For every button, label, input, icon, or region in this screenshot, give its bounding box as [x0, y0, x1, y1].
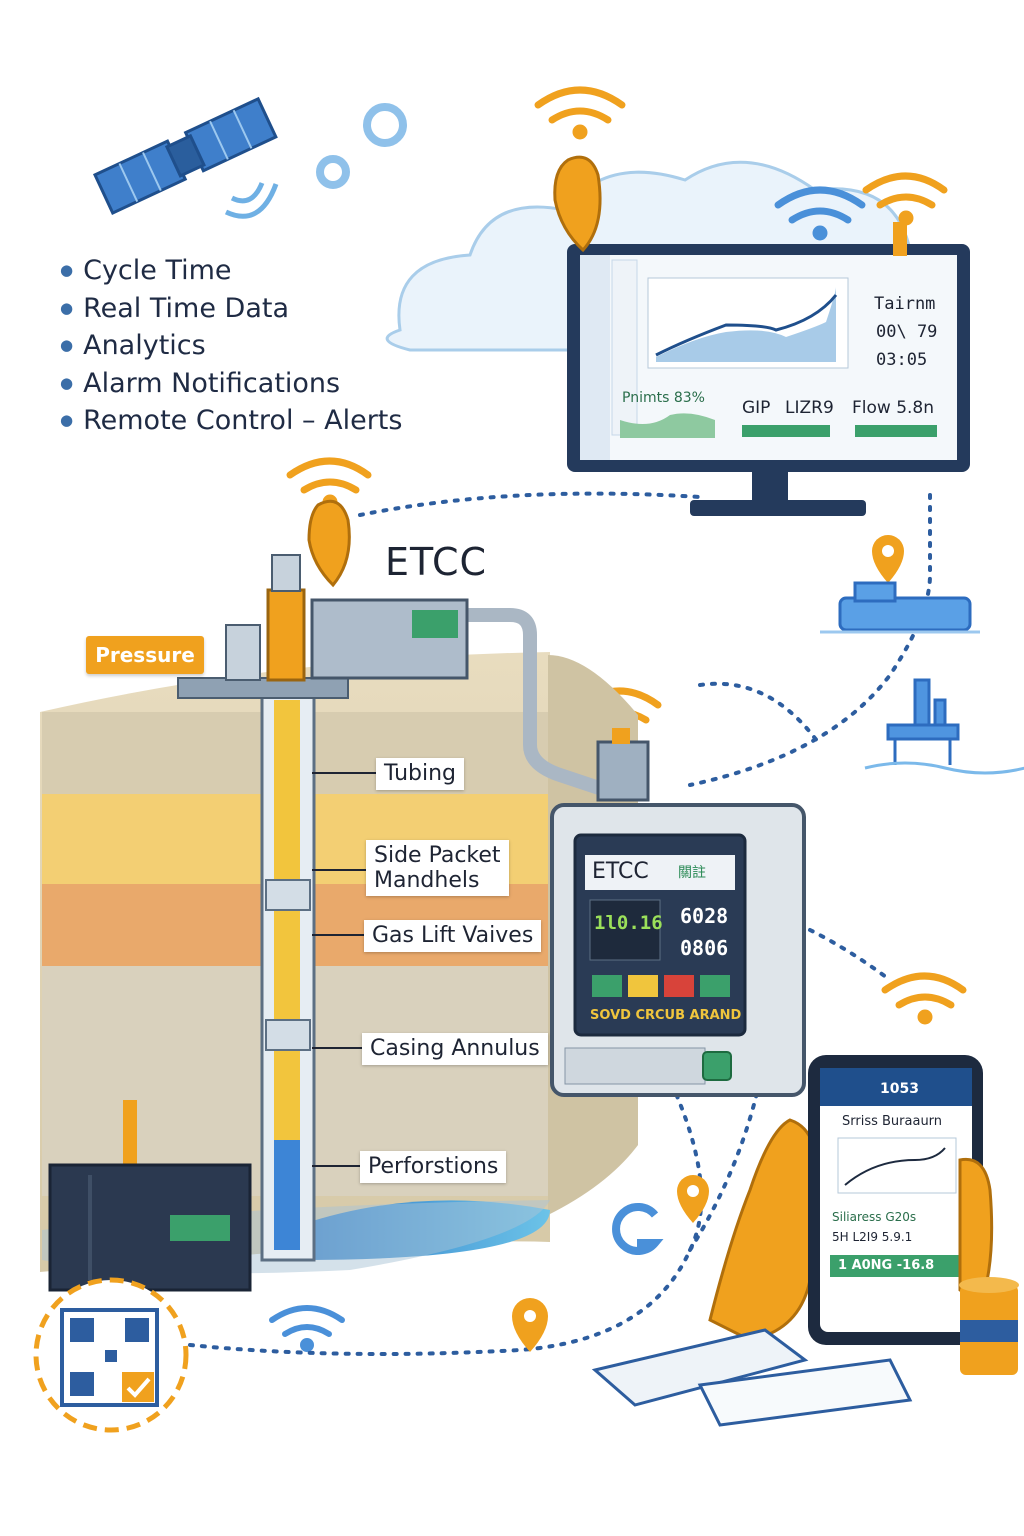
monitor: [553, 155, 970, 516]
controller-button-labels: SOVD CRCUB ARAND: [590, 1008, 742, 1023]
wifi-icon: [286, 457, 372, 510]
well-tubing: [177, 554, 623, 1262]
casing-annulus-label: Casing Annulus: [362, 1033, 548, 1065]
offshore-platform-icon: [864, 678, 1024, 775]
wifi-icon: [881, 972, 967, 1025]
pressure-tag: Pressure: [86, 636, 204, 674]
feature-list: Cycle Time Real Time Data Analytics Alar…: [60, 252, 402, 440]
phone-banner: 1 A0NG -16.8: [838, 1258, 935, 1273]
wifi-icon: [534, 86, 626, 140]
perforations-label: Perforstions: [360, 1151, 507, 1183]
etcc-controller-device: [550, 728, 806, 1097]
location-pin-icon: [512, 1298, 548, 1352]
tubing-label: Tubing: [376, 758, 465, 790]
gear-icon: [316, 103, 407, 189]
phone-status: 1053: [880, 1081, 919, 1097]
phone-line-1: Siliaress G20s: [832, 1210, 917, 1224]
cloud-service-icon: [612, 1203, 664, 1255]
location-pin-icon: [677, 1175, 709, 1223]
label-leaders: [312, 772, 378, 1167]
side-packet-label-line1: Side Packet: [374, 843, 501, 868]
controller-reading-1: 1l0.16: [594, 912, 663, 934]
wifi-icon: [774, 186, 866, 241]
feature-item: Real Time Data: [60, 290, 402, 328]
monitor-value-2: 03:05: [876, 350, 928, 370]
phone-title: Srriss Buraaurn: [842, 1114, 943, 1129]
monitor-side-title: Tairnm: [874, 294, 936, 314]
monitor-footer-3: LIZR9: [785, 398, 834, 418]
surface-control-box: [307, 499, 469, 680]
wifi-icon: [269, 1305, 345, 1352]
controller-reading-3: 0806: [680, 936, 729, 960]
location-pin-icon: [872, 535, 904, 583]
controller-reading-2: 6028: [680, 904, 729, 928]
diagram-title: ETCC: [385, 540, 488, 584]
feature-item: Analytics: [60, 327, 402, 365]
satellite-icon: [92, 96, 279, 219]
monitor-footer-4: Flow 5.8n: [852, 398, 935, 418]
side-packet-label: Side Packet Mandhels: [366, 840, 509, 896]
feature-item: Cycle Time: [60, 252, 402, 290]
controller-tag: 關註: [678, 865, 706, 881]
phone-line-2: 5H L2I9 5.9.1: [832, 1230, 913, 1244]
ground-power-unit: [48, 1100, 252, 1292]
monitor-footer-1: Pnimts 83%: [622, 390, 705, 406]
side-packet-label-line2: Mandhels: [374, 868, 480, 893]
pipeline-station-icon: [820, 581, 980, 634]
monitor-footer-2: GIP: [742, 398, 771, 418]
feature-item: Remote Control – Alerts: [60, 402, 402, 440]
qr-code-icon: [33, 1277, 189, 1433]
monitor-value-1: 00\ 79: [876, 322, 938, 342]
feature-item: Alarm Notifications: [60, 365, 402, 403]
smartphone-device: [591, 1055, 1019, 1427]
controller-title: ETCC: [592, 859, 649, 884]
gas-lift-valves-label: Gas Lift Vaives: [364, 920, 542, 952]
